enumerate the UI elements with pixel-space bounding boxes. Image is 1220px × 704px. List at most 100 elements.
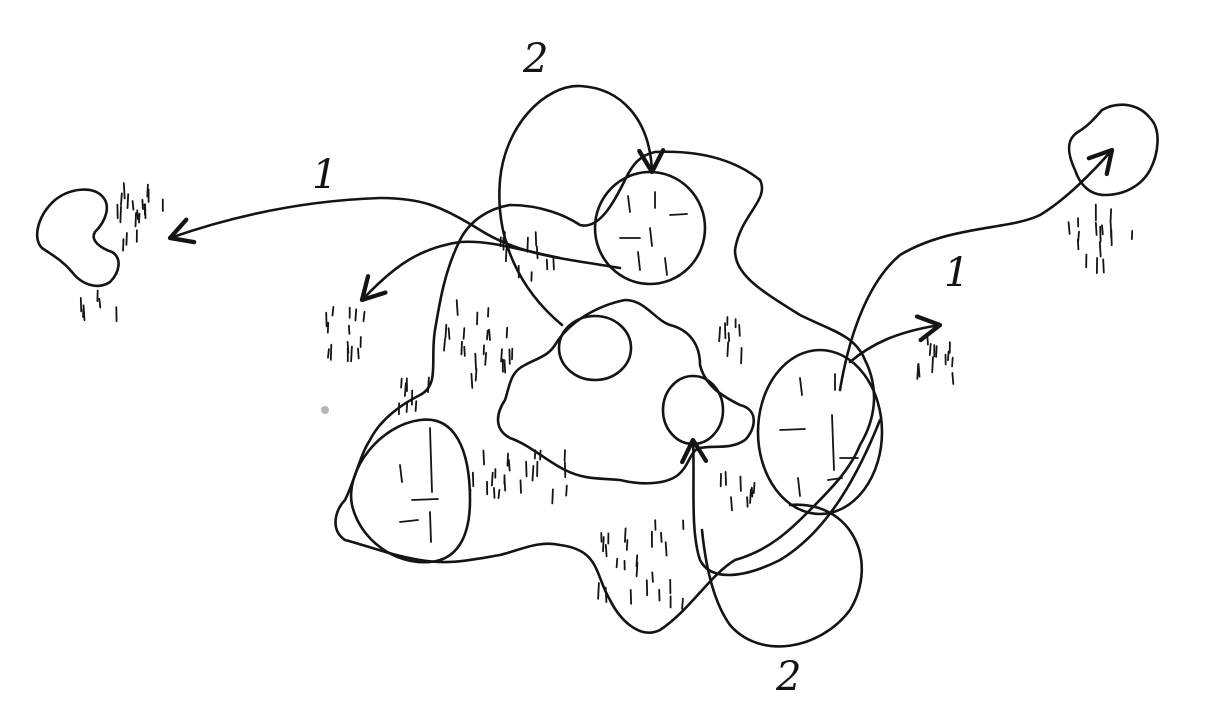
stipple-dash	[553, 259, 554, 270]
crosshatch-spot-upper	[559, 316, 631, 380]
circle-node-right	[758, 350, 882, 514]
stipple-dash	[927, 336, 928, 345]
stipple-dash	[727, 342, 728, 356]
stipple-dash	[446, 325, 447, 338]
stipple-dash	[741, 348, 742, 364]
stipple-dash	[606, 545, 607, 556]
stipple-dash	[747, 497, 748, 507]
loop-2-bottom	[693, 420, 880, 575]
arrow-1-to-right-target	[840, 150, 1112, 390]
stipple-dash	[598, 583, 599, 599]
stipple-dash	[1102, 225, 1103, 234]
crosshatch-spot-lower	[663, 376, 723, 444]
stipple-dash	[507, 328, 508, 338]
stipple-dash	[123, 239, 124, 251]
stipple-dash	[521, 480, 522, 493]
stipple-dash	[483, 451, 484, 465]
stipple-dash	[331, 345, 332, 360]
stipple-dash	[729, 333, 730, 341]
stipple-dash	[952, 373, 953, 384]
stipple-dash	[489, 330, 490, 340]
stipple-dash	[547, 260, 548, 270]
stipple-dash	[449, 328, 450, 339]
stipple-dash	[1111, 209, 1112, 223]
stipple-dash	[752, 488, 753, 497]
stipple-dash	[1078, 240, 1079, 250]
label-arrow-1-right: 1	[944, 250, 969, 296]
stipple-dash	[661, 533, 662, 542]
label-loop-2-bottom: 2	[775, 654, 801, 700]
stipple-dash	[333, 307, 334, 316]
stipple-dash	[405, 383, 406, 396]
stipple-dash	[120, 207, 121, 223]
stipple-dash	[627, 540, 628, 550]
dash-clusters	[81, 183, 1132, 609]
stipple-dash	[133, 201, 134, 210]
stipple-dash	[137, 210, 138, 219]
stipple-dash	[537, 247, 538, 259]
stipple-dash	[348, 342, 349, 353]
label-loop-2-top: 2	[522, 36, 548, 82]
stipple-dash	[652, 572, 653, 582]
stipple-dash	[428, 378, 429, 393]
stipple-dash	[1069, 222, 1070, 234]
stipple-dash	[401, 379, 402, 388]
stipple-dash	[121, 193, 122, 205]
stipple-dash	[527, 238, 528, 252]
stipple-dash	[740, 477, 741, 492]
stipple-dash	[492, 473, 493, 486]
stipple-dash	[750, 490, 751, 504]
stipple-dash	[351, 347, 352, 362]
stipple-dash	[349, 326, 350, 334]
stipple-dash	[494, 488, 495, 498]
stipple-dash	[719, 327, 720, 341]
label-arrow-1-left: 1	[312, 152, 337, 198]
stipple-dash	[566, 486, 567, 496]
stipple-dash	[1111, 224, 1112, 238]
stipple-dash	[932, 357, 933, 372]
stipple-dash	[355, 309, 356, 320]
stipple-dash	[506, 250, 507, 261]
stipple-dash	[457, 300, 458, 315]
stipple-dash	[536, 232, 537, 245]
stipple-dash	[464, 328, 465, 339]
stipple-dash	[99, 299, 100, 308]
stipple-dash	[526, 462, 527, 477]
stipple-dash	[487, 331, 488, 340]
stipple-dash	[416, 401, 417, 411]
stipple-dash	[499, 490, 500, 498]
stipple-dash	[471, 374, 472, 388]
stipple-dash	[364, 312, 365, 321]
stipple-dash	[535, 450, 536, 458]
stipple-dash	[533, 466, 534, 481]
stipple-dash	[930, 344, 931, 355]
stipple-dash	[1096, 223, 1097, 235]
stipple-dash	[637, 563, 638, 577]
stipple-dash	[464, 347, 465, 356]
stipple-dash	[754, 483, 755, 493]
stipple-dash	[128, 194, 129, 208]
stipple-dash	[504, 360, 505, 373]
stipple-dash	[1103, 259, 1104, 272]
stipple-dash	[475, 354, 476, 370]
stipple-dash	[552, 489, 553, 503]
stipple-dash	[617, 559, 618, 568]
stipple-dash	[461, 342, 462, 355]
stipple-dash	[625, 528, 626, 542]
stipple-dash	[666, 542, 667, 555]
stipple-dash	[142, 200, 143, 209]
stipple-dash	[1100, 242, 1101, 256]
stipple-dash	[444, 339, 445, 351]
stipple-dash	[328, 349, 329, 358]
stipple-dash	[682, 599, 683, 609]
stipple-dash	[952, 358, 953, 367]
stipple-dash	[126, 233, 127, 245]
stipple-dash	[936, 346, 937, 357]
stipple-dash	[136, 213, 137, 226]
stipple-dash	[485, 353, 486, 365]
stipple-dash	[139, 214, 140, 223]
stipple-dash	[476, 369, 477, 381]
stipple-dash	[470, 489, 471, 502]
stipple-dash	[919, 364, 920, 377]
